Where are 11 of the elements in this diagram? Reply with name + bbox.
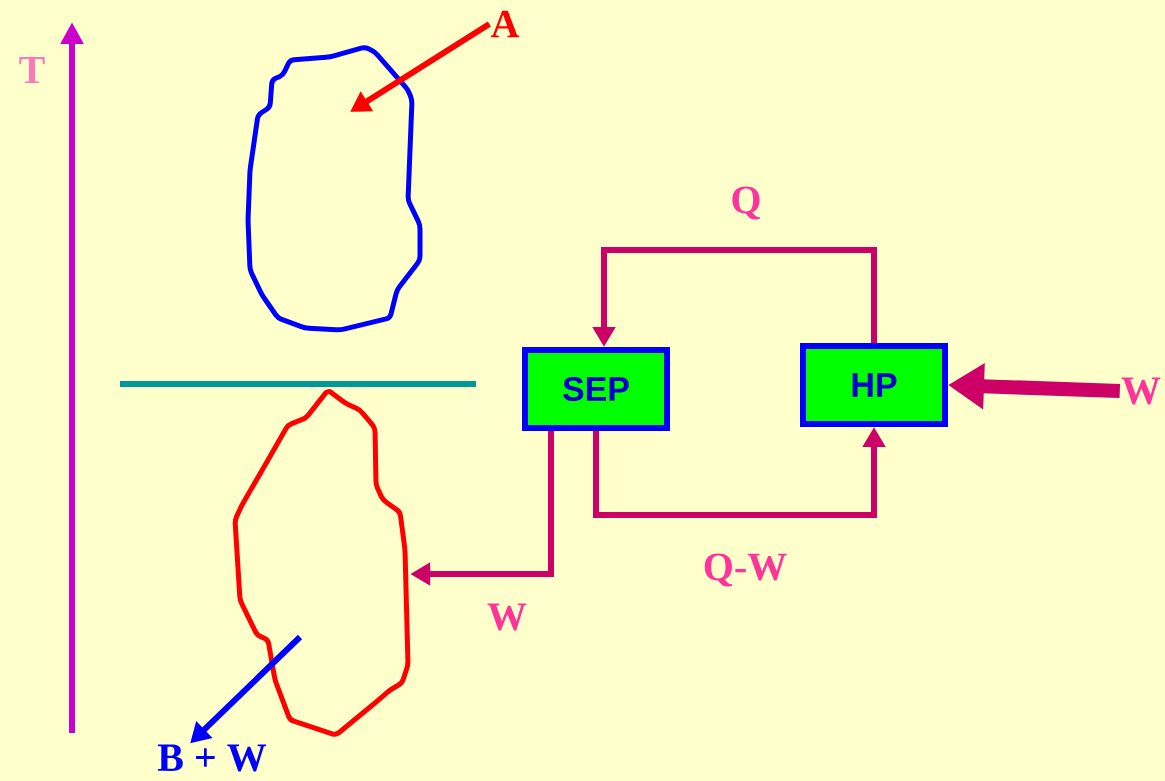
stream-label: W — [1121, 377, 1161, 405]
process-box: HP — [800, 343, 948, 427]
process-box: SEP — [522, 347, 670, 431]
edge-label: W — [486, 602, 528, 632]
stream-label: A — [490, 10, 520, 38]
edge-label: Q — [729, 185, 763, 221]
stream-label: B + W — [157, 744, 267, 772]
region-outline — [245, 45, 423, 333]
region-outline — [232, 389, 411, 737]
edge-label: Q-W — [701, 552, 789, 588]
axis-label: T — [19, 56, 45, 84]
